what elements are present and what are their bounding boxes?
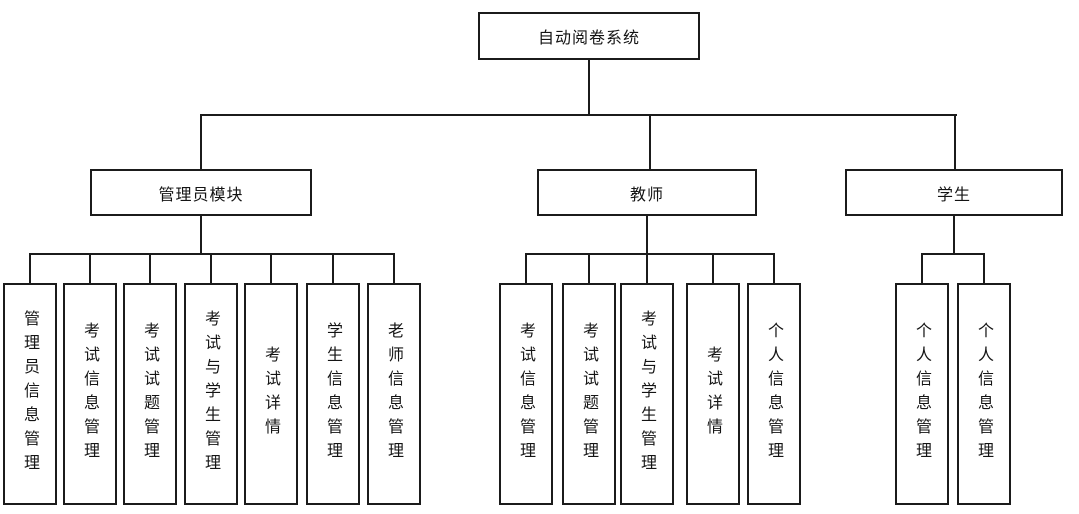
leaf-label: 考试信息管理 <box>81 322 100 466</box>
connector-line <box>525 253 775 255</box>
leaf-label: 考试试题管理 <box>141 322 160 466</box>
leaf-node-exam-info-mgmt: 考试信息管理 <box>63 283 117 505</box>
connector-line <box>332 253 334 283</box>
connector-line <box>649 114 651 169</box>
leaf-label: 个人信息管理 <box>975 322 994 466</box>
leaf-node-exam-student-mgmt: 考试与学生管理 <box>184 283 238 505</box>
node-teacher: 教师 <box>537 169 757 216</box>
connector-line <box>200 216 202 255</box>
connector-line <box>773 253 775 283</box>
leaf-node-student-personal-info-mgmt-2: 个人信息管理 <box>957 283 1011 505</box>
connector-line <box>921 253 985 255</box>
leaf-label: 考试与学生管理 <box>202 310 221 478</box>
connector-line <box>588 60 590 114</box>
leaf-node-student-personal-info-mgmt-1: 个人信息管理 <box>895 283 949 505</box>
connector-line <box>29 253 395 255</box>
connector-line <box>921 253 923 283</box>
connector-line <box>393 253 395 283</box>
connector-line <box>210 253 212 283</box>
connector-line <box>525 253 527 283</box>
connector-line <box>200 114 202 169</box>
leaf-node-student-info-mgmt: 学生信息管理 <box>306 283 360 505</box>
leaf-node-admin-info-mgmt: 管理员信息管理 <box>3 283 57 505</box>
connector-line <box>149 253 151 283</box>
connector-line <box>954 114 956 169</box>
node-student-label: 学生 <box>936 184 971 204</box>
node-student: 学生 <box>845 169 1063 216</box>
connector-line <box>89 253 91 283</box>
connector-line <box>270 253 272 283</box>
connector-line <box>983 253 985 283</box>
leaf-label: 考试信息管理 <box>517 322 536 466</box>
connector-line <box>646 216 648 255</box>
leaf-label: 个人信息管理 <box>765 322 784 466</box>
leaf-node-teacher-personal-info-mgmt: 个人信息管理 <box>747 283 801 505</box>
connector-line <box>200 114 957 116</box>
leaf-label: 考试与学生管理 <box>638 310 657 478</box>
leaf-node-exam-detail: 考试详情 <box>244 283 298 505</box>
node-root: 自动阅卷系统 <box>478 12 700 60</box>
connector-line <box>953 216 955 255</box>
leaf-node-exam-question-mgmt: 考试试题管理 <box>123 283 177 505</box>
node-admin-module: 管理员模块 <box>90 169 312 216</box>
leaf-label: 考试详情 <box>704 346 723 442</box>
leaf-label: 老师信息管理 <box>385 322 404 466</box>
leaf-node-teacher-exam-detail: 考试详情 <box>686 283 740 505</box>
connector-line <box>712 253 714 283</box>
leaf-label: 管理员信息管理 <box>21 310 40 478</box>
leaf-label: 考试试题管理 <box>580 322 599 466</box>
leaf-node-teacher-exam-info-mgmt: 考试信息管理 <box>499 283 553 505</box>
leaf-label: 考试详情 <box>262 346 281 442</box>
node-root-label: 自动阅卷系统 <box>537 28 640 47</box>
leaf-label: 个人信息管理 <box>913 322 932 466</box>
connector-line <box>646 253 648 283</box>
connector-line <box>588 253 590 283</box>
leaf-label: 学生信息管理 <box>324 322 343 466</box>
node-admin-module-label: 管理员模块 <box>158 184 244 204</box>
connector-line <box>29 253 31 283</box>
leaf-node-teacher-info-mgmt: 老师信息管理 <box>367 283 421 505</box>
leaf-node-teacher-exam-student-mgmt: 考试与学生管理 <box>620 283 674 505</box>
node-teacher-label: 教师 <box>629 184 664 204</box>
leaf-node-teacher-exam-question-mgmt: 考试试题管理 <box>562 283 616 505</box>
